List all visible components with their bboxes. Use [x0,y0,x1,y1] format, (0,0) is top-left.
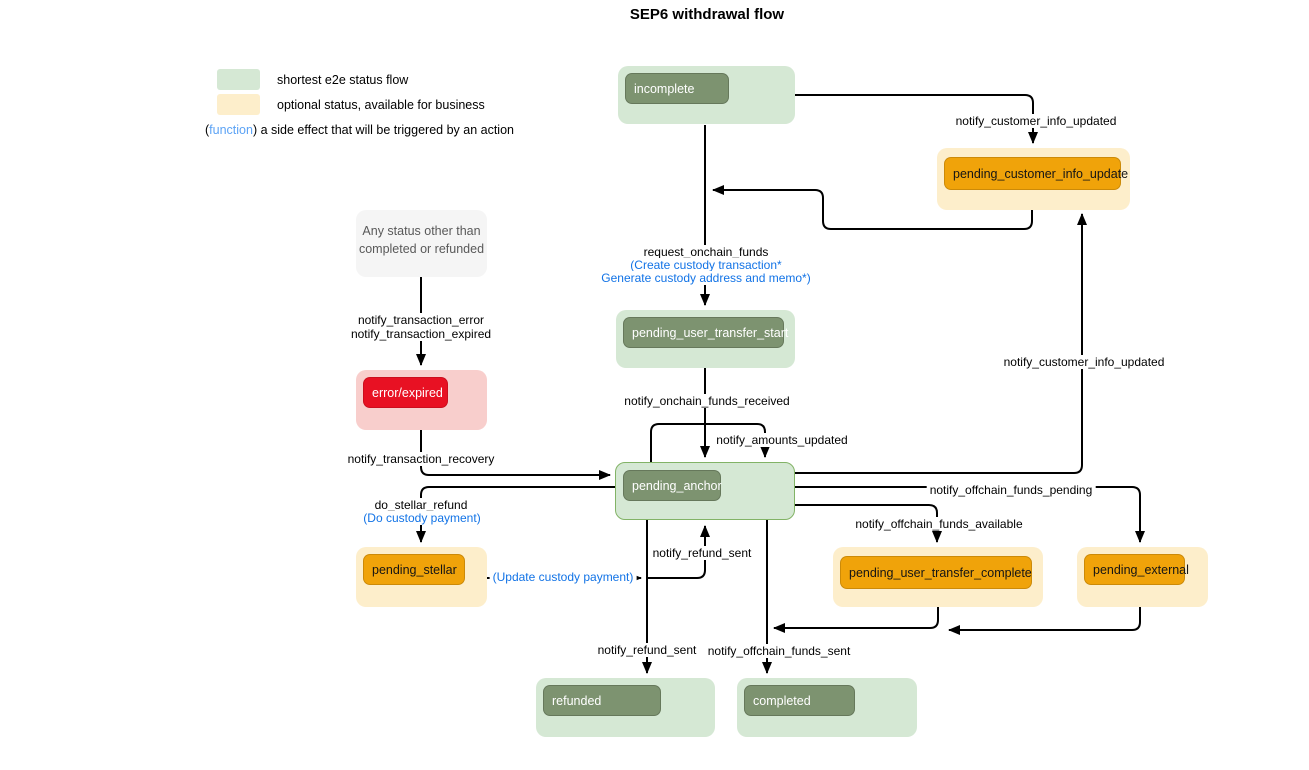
edge-label-do-stellar-refund: do_stellar_refund [371,498,471,512]
edge-label-update-custody-payment: (Update custody payment) [489,570,637,584]
legend-green-swatch [217,69,260,90]
any-status-note-line2: completed or refunded [358,241,485,256]
edge-label-notify-refund-sent-up: notify_refund_sent [649,546,755,560]
edge-label-do-custody-payment: (Do custody payment) [360,511,484,525]
status-chip-completed: completed [744,685,855,716]
edge-label-notify-transaction-recovery: notify_transaction_recovery [344,452,498,466]
node-pending-customer-info-update: pending_customer_info_update [937,148,1130,210]
diagram-title: SEP6 withdrawal flow [629,6,785,23]
node-refunded: refunded [536,678,715,737]
node-pending-user-transfer-complete: pending_user_transfer_complete [833,547,1043,607]
legend-function-suffix: ) a side effect that will be triggered b… [252,123,514,137]
edge-label-notify-offchain-funds-available: notify_offchain_funds_available [852,517,1026,531]
status-chip-pending-anchor: pending_anchor [623,470,722,501]
node-pending-stellar: pending_stellar [356,547,487,607]
edge-label-notify-offchain-funds-sent: notify_offchain_funds_sent [704,644,854,658]
edge-incomplete-to-pending-customer-info-update [795,94,1038,144]
edge-label-notify-onchain-funds-received: notify_onchain_funds_received [621,394,793,408]
status-chip-incomplete: incomplete [625,73,729,104]
node-incomplete: incomplete [618,66,795,124]
edge-label-notify-amounts-updated: notify_amounts_updated [713,433,851,447]
node-pending-anchor: pending_anchor [615,462,795,520]
edge-pending-customer-info-update-return [712,185,1033,230]
legend-optional-status-label: optional status, available for business [277,98,485,112]
node-pending-user-transfer-start: pending_user_transfer_start [616,310,795,368]
edge-pending-anchor-to-pending-customer-info-update [795,213,1087,474]
legend-function-prefix: ( [205,123,210,137]
edge-refund-junction-to-pending-anchor [647,525,710,579]
legend-yellow-swatch [217,94,260,115]
edge-label-request-onchain-funds: request_onchain_funds [640,245,772,259]
edge-label-generate-custody-address: Generate custody address and memo*) [598,271,814,285]
edge-pending-anchor-self-loop [650,423,770,462]
edge-pending-anchor-to-pending-external [795,486,1145,543]
edge-label-notify-transaction-error: notify_transaction_error [354,313,488,327]
edge-label-notify-customer-info-updated-top: notify_customer_info_updated [952,114,1120,128]
node-any-status-note: Any status other than completed or refun… [356,210,487,277]
status-chip-pending-user-transfer-complete: pending_user_transfer_complete [840,556,1032,589]
edge-error-expired-to-pending-anchor [420,430,611,480]
edge-label-notify-refund-sent-down: notify_refund_sent [594,643,700,657]
node-pending-external: pending_external [1077,547,1208,607]
edge-pending-anchor-to-pending-stellar [416,486,615,543]
edge-label-notify-transaction-expired: notify_transaction_expired [347,327,495,341]
status-chip-refunded: refunded [543,685,661,716]
edge-pending-external-return [948,607,1141,635]
status-chip-pending-external: pending_external [1084,554,1189,585]
edge-label-notify-offchain-funds-pending: notify_offchain_funds_pending [926,483,1096,497]
legend-function-label: (function) a side effect that will be tr… [205,123,514,137]
any-status-note-line1: Any status other than [362,224,481,238]
edge-label-notify-customer-info-updated-right: notify_customer_info_updated [1000,355,1168,369]
status-chip-pending-customer-info-update: pending_customer_info_update [944,157,1128,190]
status-chip-pending-user-transfer-start: pending_user_transfer_start [623,317,788,348]
legend-shortest-flow-label: shortest e2e status flow [277,73,409,87]
legend-function-word: function [209,123,253,137]
node-error-expired: error/expired [356,370,487,430]
edge-label-create-custody-transaction: (Create custody transaction* [627,258,785,272]
status-chip-error-expired: error/expired [363,377,448,408]
node-completed: completed [737,678,917,737]
edge-pending-user-transfer-complete-return [773,607,939,633]
status-chip-pending-stellar: pending_stellar [363,554,465,585]
edge-pending-anchor-to-pending-user-transfer-complete [795,504,942,543]
